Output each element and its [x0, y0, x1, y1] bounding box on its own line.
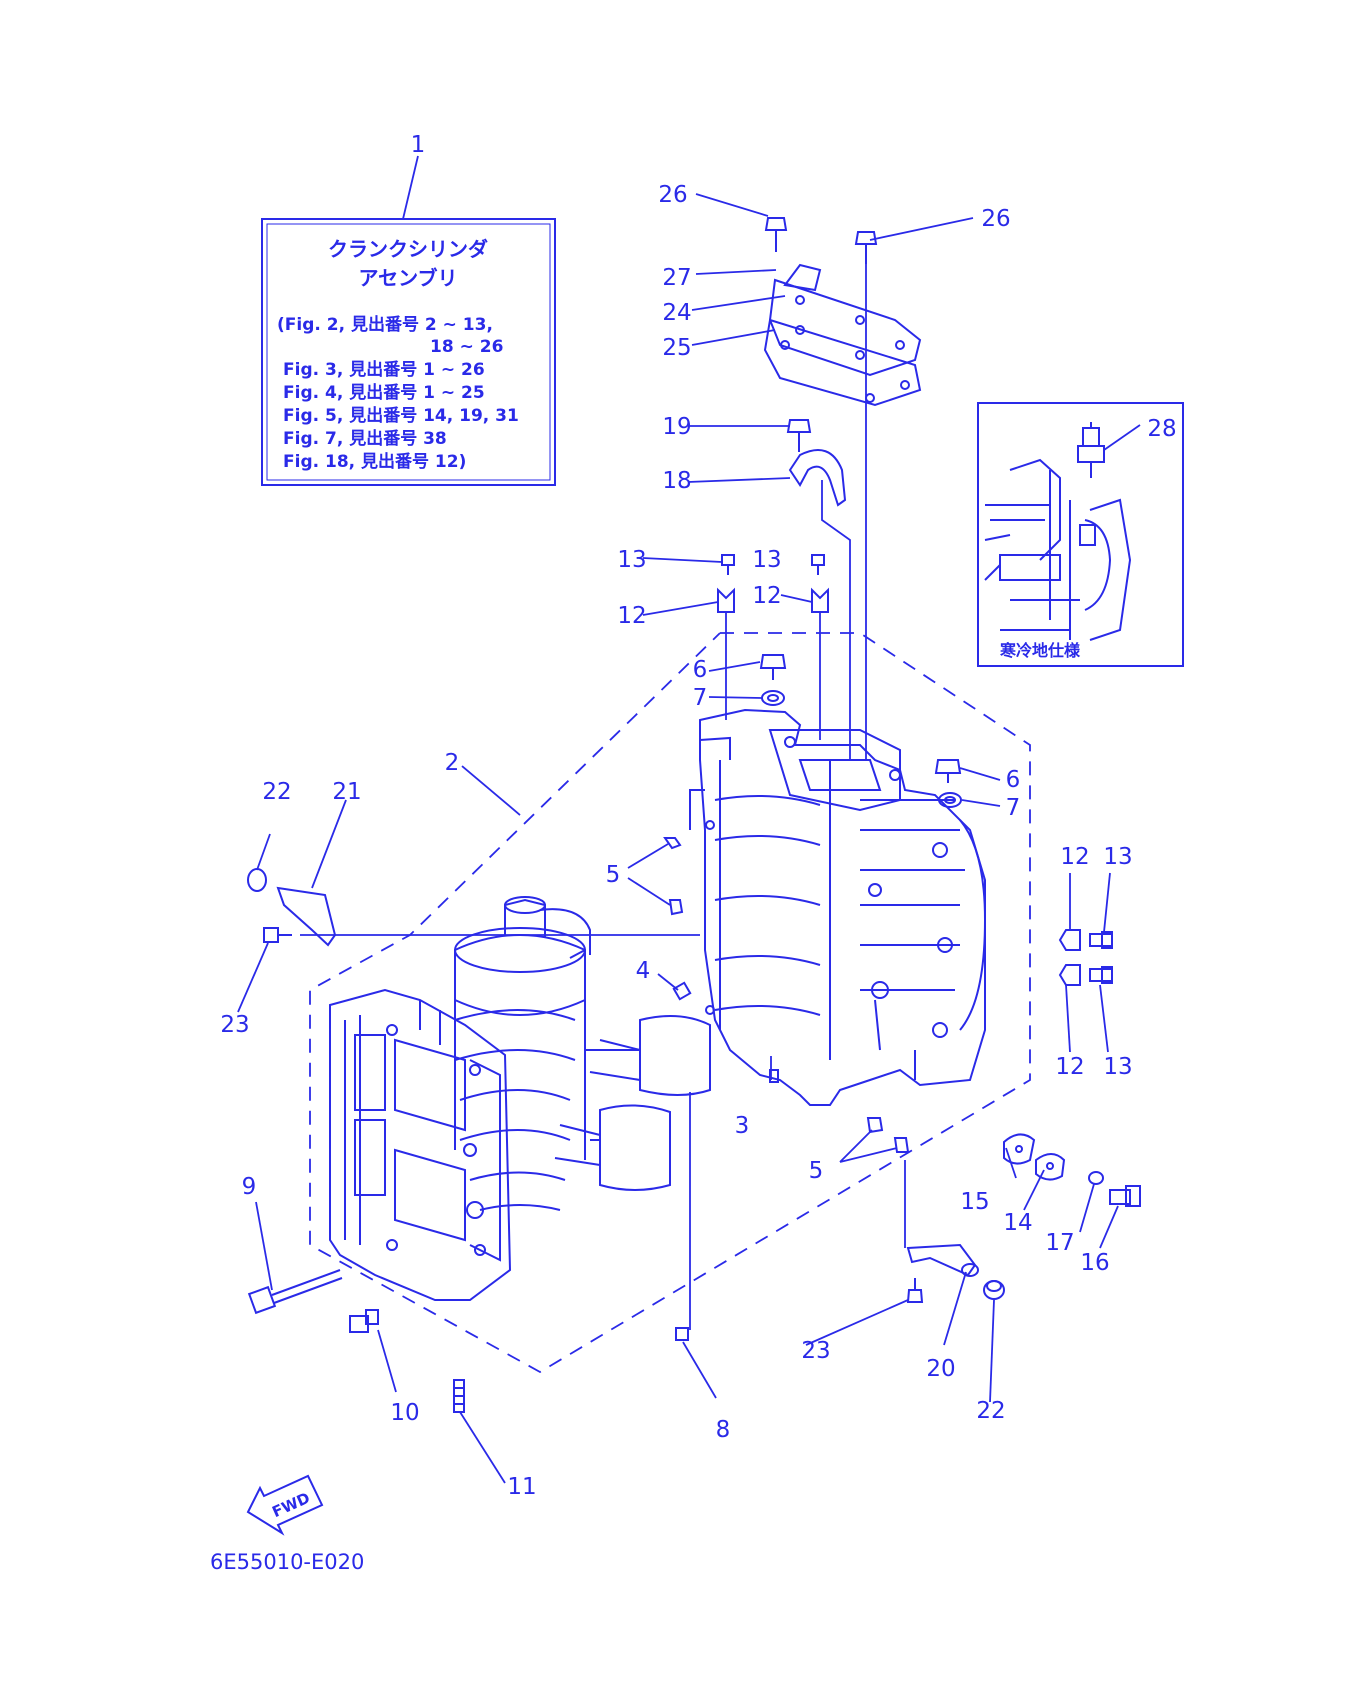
- bolt-6-right: [934, 759, 962, 783]
- callout-8: 8: [716, 1417, 731, 1443]
- cap-22-left: [247, 868, 267, 892]
- clip-12-b: [811, 587, 829, 613]
- callout-28: 28: [1147, 416, 1176, 442]
- callout-19: 19: [662, 414, 691, 440]
- bolt-23-left: [263, 927, 292, 943]
- callout-6-right: 6: [1006, 767, 1021, 793]
- callout-13-c: 13: [1103, 844, 1132, 870]
- leader-lines: [237, 155, 1141, 1484]
- fwd-arrow: FWD: [246, 1474, 324, 1536]
- bolt-16: [1109, 1185, 1141, 1207]
- callout-11: 11: [507, 1474, 536, 1500]
- cover-gasket-25: [763, 318, 922, 407]
- callout-5-upper: 5: [606, 862, 621, 888]
- callout-15: 15: [960, 1189, 989, 1215]
- callout-13-a: 13: [617, 547, 646, 573]
- assembly-title-line1: クランクシリンダ: [328, 237, 488, 261]
- bolt-13-d: [1089, 966, 1113, 984]
- callout-26-left: 26: [658, 182, 687, 208]
- plug-10: [349, 1309, 379, 1333]
- plug-4: [672, 981, 692, 1001]
- callout-21: 21: [332, 779, 361, 805]
- cold-climate-inset: 寒冷地仕様: [977, 402, 1184, 667]
- washer-7-right: [938, 792, 962, 808]
- clip-12-c: [1058, 929, 1081, 951]
- callout-26-right: 26: [981, 206, 1010, 232]
- cap-22-right: [983, 1280, 1005, 1300]
- callout-numbers: 1 2 3 4 5 5 6 6 7 7 8 9 10 11 12 12 12 1…: [220, 132, 1176, 1500]
- callout-2: 2: [445, 750, 460, 776]
- callout-13-b: 13: [752, 547, 781, 573]
- callout-13-d: 13: [1103, 1054, 1132, 1080]
- callout-9: 9: [242, 1174, 257, 1200]
- bolt-26-right: [854, 231, 878, 264]
- bracket-20: [906, 1243, 979, 1277]
- callout-24: 24: [662, 300, 691, 326]
- callout-23-left: 23: [220, 1012, 249, 1038]
- callout-5-lower: 5: [809, 1158, 824, 1184]
- pistons: [554, 1015, 711, 1191]
- pin-3: [769, 1069, 779, 1083]
- assembly-ref-line: (Fig. 2, 見出番号 2 ~ 13,: [277, 314, 493, 335]
- clamp-18: [788, 449, 847, 507]
- assembly-boundary-dashed: [309, 632, 1031, 1374]
- bolt-19: [786, 419, 812, 452]
- inset-engine-sketch: [984, 458, 1132, 641]
- callout-12-c: 12: [1060, 844, 1089, 870]
- assembly-ref-line: Fig. 5, 見出番号 14, 19, 31: [283, 405, 519, 426]
- assembly-ref-line: Fig. 4, 見出番号 1 ~ 25: [283, 382, 485, 403]
- callout-20: 20: [926, 1356, 955, 1382]
- callout-4: 4: [636, 958, 651, 984]
- callout-16: 16: [1080, 1250, 1109, 1276]
- cold-climate-valve-part-28: [1077, 422, 1105, 478]
- assembly-title-line2: アセンブリ: [359, 266, 458, 290]
- callout-3: 3: [735, 1113, 750, 1139]
- callout-7-top: 7: [693, 685, 708, 711]
- callout-14: 14: [1003, 1210, 1032, 1236]
- clip-12-a: [717, 587, 735, 613]
- callout-18: 18: [662, 468, 691, 494]
- washer-7-top: [761, 690, 785, 706]
- bolt-13-a: [721, 554, 735, 575]
- bolt-13-c: [1089, 931, 1113, 949]
- bolt-6-top: [759, 654, 787, 680]
- crankcase-left-block: [329, 988, 512, 1301]
- cylinder-head-cover-24: [768, 263, 922, 377]
- callout-6-top: 6: [693, 657, 708, 683]
- callout-1: 1: [411, 132, 426, 158]
- callout-12-d: 12: [1055, 1054, 1084, 1080]
- callout-7-right: 7: [1006, 795, 1021, 821]
- bolt-23-right: [906, 1278, 924, 1303]
- cylinder-block: [689, 708, 987, 1106]
- assembly-ref-line: Fig. 7, 見出番号 38: [283, 428, 447, 449]
- callout-22-left: 22: [262, 779, 291, 805]
- callout-10: 10: [390, 1400, 419, 1426]
- stud-11: [453, 1379, 465, 1413]
- fitting-5-upper: [663, 837, 684, 916]
- bolt-9: [247, 1269, 343, 1315]
- callout-23-right: 23: [801, 1338, 830, 1364]
- assembly-ref-line: 18 ~ 26: [430, 337, 503, 357]
- callout-12-b: 12: [752, 583, 781, 609]
- bracket-21: [276, 886, 337, 947]
- assembly-reference-box: クランクシリンダ アセンブリ (Fig. 2, 見出番号 2 ~ 13, 18 …: [261, 218, 556, 486]
- washer-17: [1088, 1171, 1104, 1185]
- callout-12-a: 12: [617, 603, 646, 629]
- callout-17: 17: [1045, 1230, 1074, 1256]
- assembly-ref-line: Fig. 3, 見出番号 1 ~ 26: [283, 359, 485, 380]
- crankshaft: [454, 896, 640, 1211]
- callout-22-right: 22: [976, 1398, 1005, 1424]
- inset-caption: 寒冷地仕様: [999, 641, 1081, 660]
- callout-27: 27: [662, 265, 691, 291]
- fitting-5-lower: [866, 1117, 910, 1153]
- callout-25: 25: [662, 335, 691, 361]
- clip-12-d: [1058, 964, 1081, 986]
- bolt-26-left: [764, 217, 788, 252]
- bolt-13-b: [811, 554, 825, 575]
- dowel-8: [675, 1327, 689, 1341]
- drawing-code: 6E55010-E020: [210, 1550, 364, 1574]
- assembly-ref-line: Fig. 18, 見出番号 12): [283, 451, 466, 472]
- cover-15: [1003, 1133, 1036, 1165]
